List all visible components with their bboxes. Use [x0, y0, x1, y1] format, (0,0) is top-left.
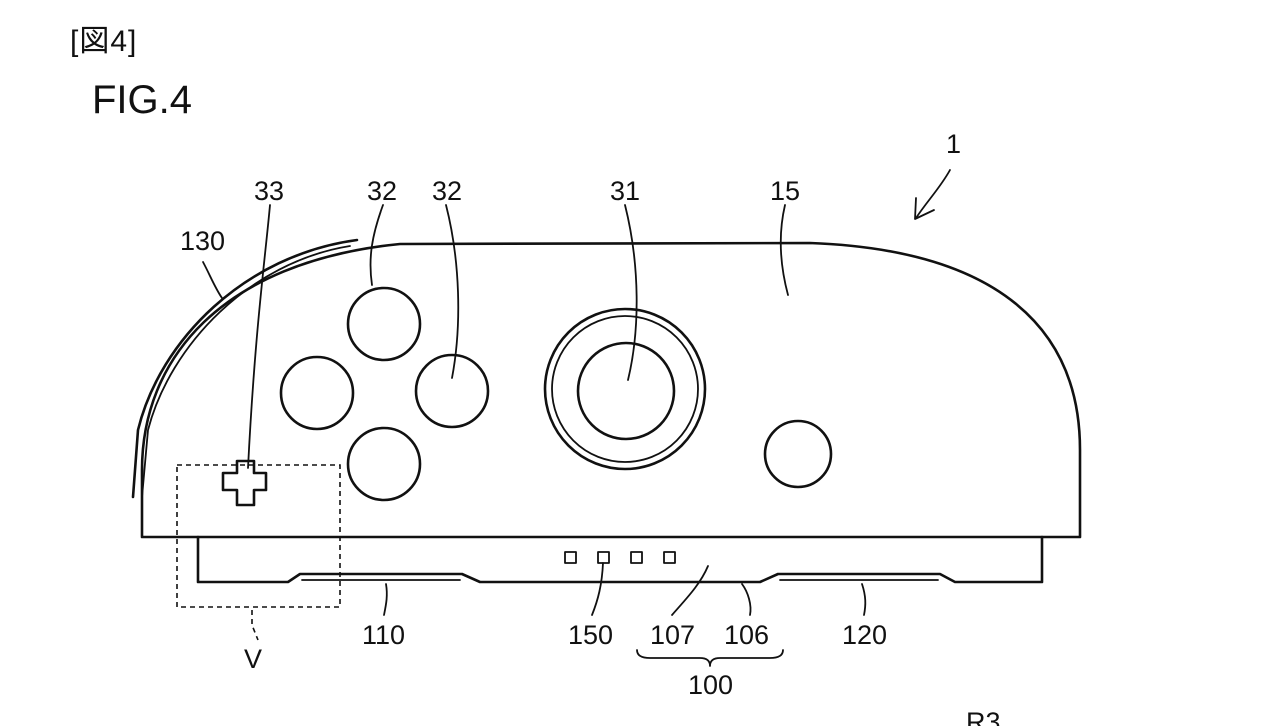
button-left: [279, 355, 355, 431]
label-connector-a: 107: [650, 620, 695, 650]
base-plate: [196, 535, 1044, 584]
detail-leader-v: [251, 610, 259, 641]
arrow-1-head: [914, 197, 935, 220]
label-connector-b: 106: [724, 620, 769, 650]
label-left-slot: 110: [362, 620, 405, 650]
leader-33: [247, 204, 271, 469]
leader-32a: [369, 204, 384, 286]
figure-title: FIG.4: [92, 78, 193, 122]
label-view-marker: V: [244, 644, 262, 674]
leader-32b: [445, 204, 460, 379]
housing-outline: [140, 241, 1082, 539]
indicator-led-2: [597, 551, 610, 564]
leader-150: [591, 562, 604, 616]
label-device: 1: [946, 129, 961, 159]
indicator-led-3: [630, 551, 643, 564]
label-button-top: 32: [367, 176, 397, 206]
arrow-1-shaft: [915, 169, 951, 219]
indicator-led-1: [564, 551, 577, 564]
button-top: [346, 286, 422, 362]
stick-outer-ring: [543, 307, 707, 471]
leader-107: [671, 565, 709, 616]
side-rail: [131, 238, 359, 499]
label-connector-group: 100: [688, 670, 733, 700]
brace-100: [636, 649, 784, 667]
leader-31: [624, 204, 638, 381]
stick-cap: [576, 341, 676, 441]
label-stick: 31: [610, 176, 640, 206]
home-button: [763, 419, 833, 489]
label-side-rail: 130: [180, 226, 225, 256]
label-button-right: 32: [432, 176, 462, 206]
label-housing: 15: [770, 176, 800, 206]
leader-130: [202, 261, 223, 299]
stick-middle-ring: [551, 315, 699, 463]
label-right-slot: 120: [842, 620, 887, 650]
leader-110: [383, 583, 388, 616]
indicator-led-4: [663, 551, 676, 564]
leader-15: [779, 204, 789, 296]
leader-106: [741, 583, 752, 616]
label-dpad: 33: [254, 176, 284, 206]
leader-120: [861, 583, 867, 616]
label-corner-mark: R3: [966, 707, 1001, 726]
button-right: [414, 353, 490, 429]
page-tag: [図4]: [70, 25, 138, 58]
button-bottom: [346, 426, 422, 502]
dpad-cross: [221, 459, 268, 507]
detail-region-v: [176, 464, 341, 608]
label-indicator: 150: [568, 620, 613, 650]
side-rail-inner: [141, 245, 351, 498]
